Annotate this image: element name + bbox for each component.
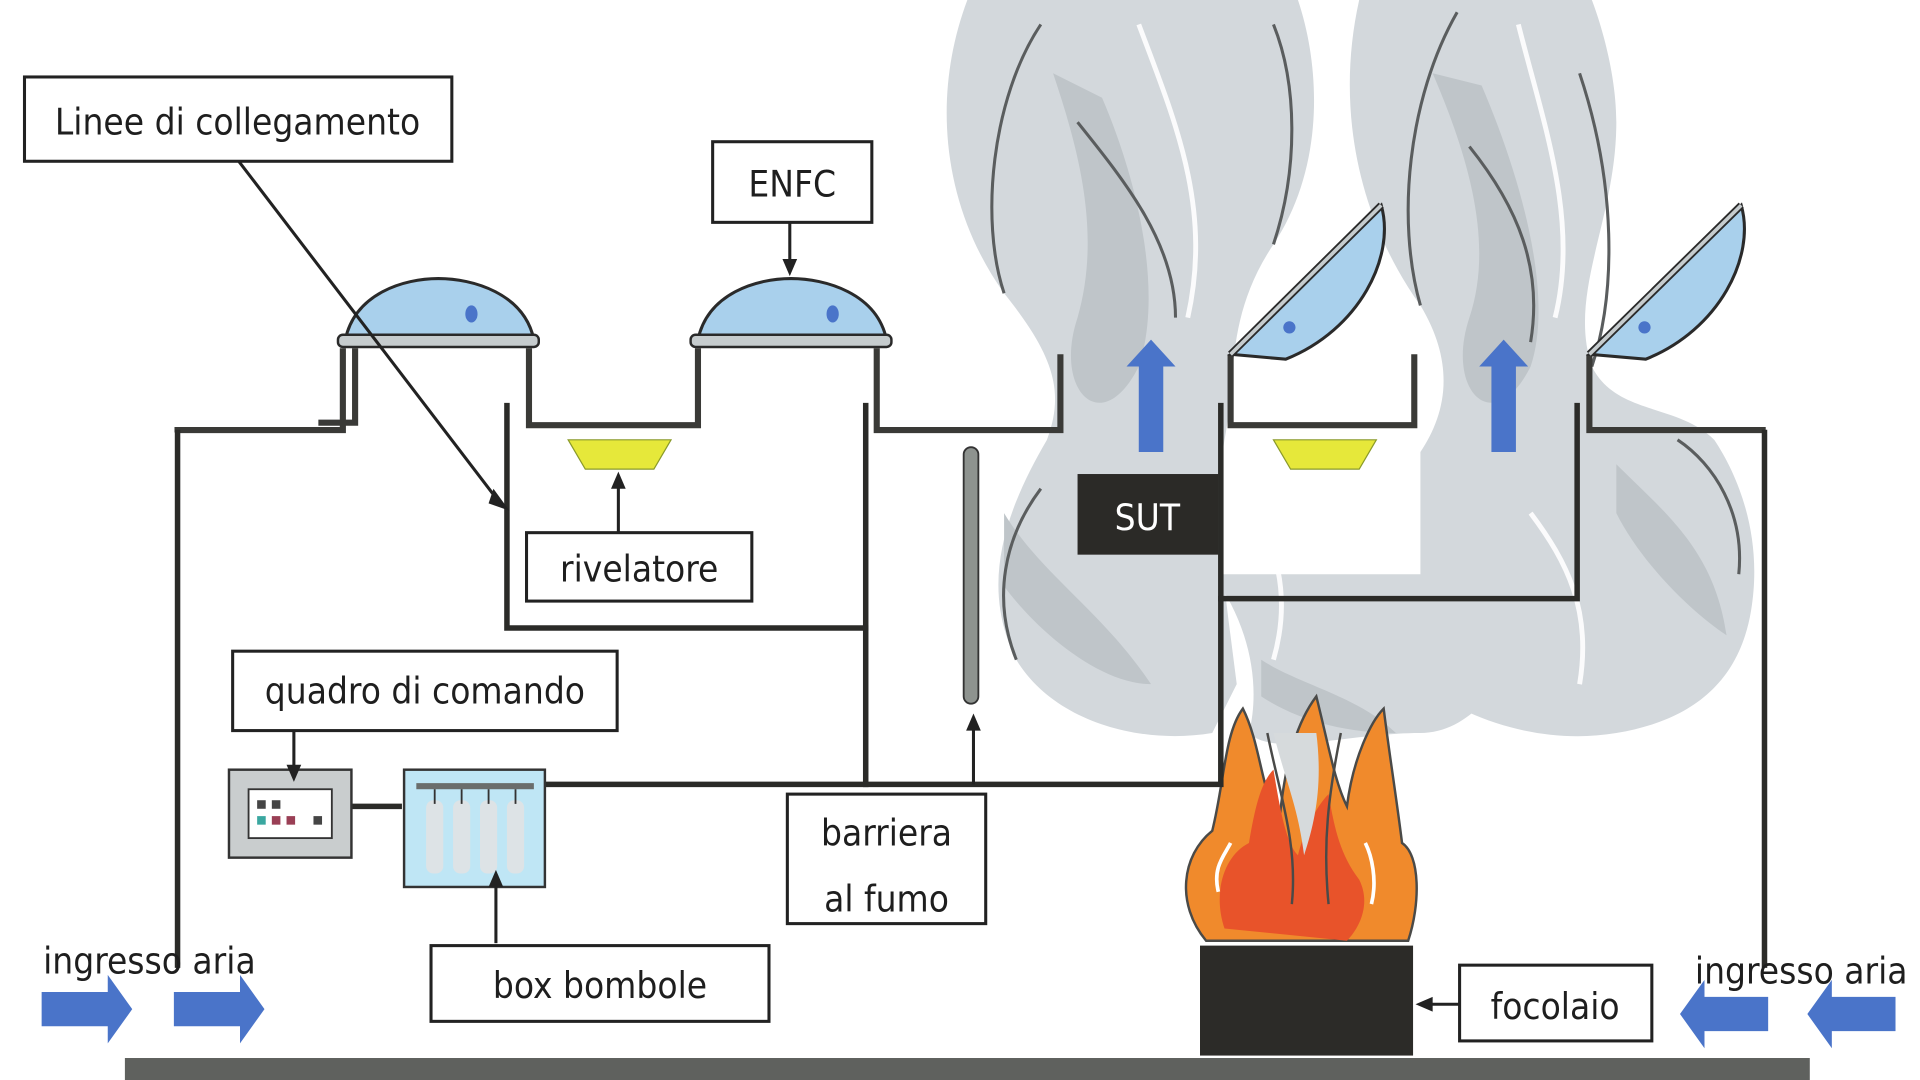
label-pointers bbox=[286, 222, 1460, 1012]
label-al-fumo: al fumo bbox=[824, 877, 949, 920]
label-box-focolaio bbox=[1458, 963, 1654, 1043]
fire-base bbox=[1200, 945, 1414, 1056]
label-enfc: ENFC bbox=[748, 163, 836, 206]
arrow-right-icon bbox=[173, 974, 265, 1044]
label-box-rivelatore bbox=[525, 531, 754, 603]
label-focolaio: focolaio bbox=[1491, 985, 1620, 1028]
label-box-barriera bbox=[785, 792, 988, 926]
label-quadro-di-comando: quadro di comando bbox=[265, 670, 585, 713]
label-barriera: barriera bbox=[821, 811, 952, 854]
pointer-linee-head bbox=[488, 488, 510, 511]
air-inlet-arrows-left bbox=[41, 974, 265, 1044]
arrow-left-icon bbox=[1680, 979, 1769, 1049]
label-linee-di-collegamento: Linee di collegamento bbox=[55, 100, 420, 143]
enfc-closed-2 bbox=[689, 277, 893, 349]
label-ingresso-aria-left: ingresso aria bbox=[43, 940, 256, 983]
smoke-barrier-curtain bbox=[962, 446, 980, 705]
air-inlet-arrows-right bbox=[1680, 979, 1896, 1049]
floor bbox=[124, 1058, 1810, 1080]
label-box-quadro bbox=[231, 649, 619, 733]
control-panel bbox=[227, 768, 353, 859]
enfc-open-2 bbox=[1585, 202, 1746, 361]
arrow-left-icon bbox=[1807, 979, 1896, 1049]
label-sut: SUT bbox=[1115, 496, 1181, 539]
enfc-closed-1 bbox=[336, 277, 540, 349]
label-box-enfc bbox=[711, 140, 874, 224]
smoke-flow-arrow-1 bbox=[1126, 339, 1176, 453]
cylinder-box bbox=[402, 768, 547, 889]
label-ingresso-aria-right: ingresso aria bbox=[1695, 950, 1908, 993]
label-rivelatore: rivelatore bbox=[560, 548, 718, 591]
label-box-sut bbox=[1077, 474, 1219, 555]
enfc-open-1 bbox=[1227, 202, 1386, 361]
arrow-right-icon bbox=[41, 974, 133, 1044]
smoke-flow-arrow-2 bbox=[1479, 339, 1529, 453]
label-box-bombole: box bombole bbox=[493, 964, 707, 1007]
detector-1 bbox=[567, 439, 673, 470]
detector-2 bbox=[1272, 439, 1378, 470]
smoke-plume bbox=[946, 0, 1755, 744]
label-box-linee bbox=[22, 75, 454, 163]
connection-lines bbox=[347, 402, 1580, 810]
fire-flames bbox=[1184, 693, 1418, 942]
label-box-bombole bbox=[429, 944, 771, 1023]
pointer-linee bbox=[237, 160, 504, 507]
